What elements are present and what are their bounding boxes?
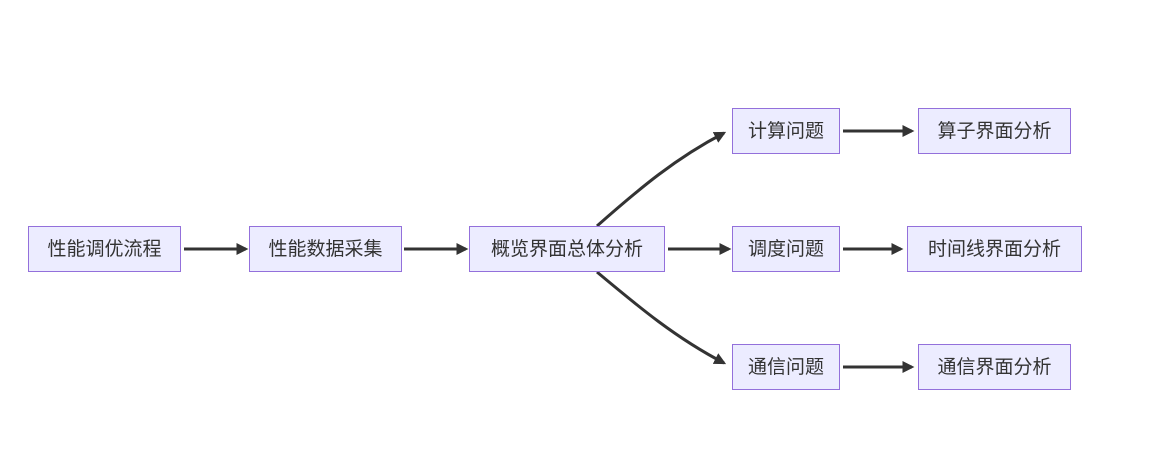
arrow-overview-to-compute — [596, 131, 727, 228]
arrow-overview-to-comm — [596, 270, 727, 365]
node-label: 时间线界面分析 — [927, 238, 1061, 260]
node-label: 通信界面分析 — [937, 356, 1052, 378]
node-operator-view-analysis: 算子界面分析 — [918, 108, 1071, 154]
node-label: 算子界面分析 — [937, 120, 1052, 142]
node-compute-issue: 计算问题 — [732, 108, 840, 154]
node-overview-overall-analysis: 概览界面总体分析 — [469, 226, 665, 272]
node-label: 计算问题 — [747, 120, 824, 142]
node-communication-issue: 通信问题 — [732, 344, 840, 390]
node-label: 调度问题 — [747, 238, 824, 260]
node-performance-data-collection: 性能数据采集 — [249, 226, 402, 272]
node-label: 概览界面总体分析 — [490, 238, 643, 260]
node-scheduling-issue: 调度问题 — [732, 226, 840, 272]
node-timeline-view-analysis: 时间线界面分析 — [907, 226, 1082, 272]
node-communication-view-analysis: 通信界面分析 — [918, 344, 1071, 390]
node-label: 通信问题 — [747, 356, 824, 378]
node-label: 性能数据采集 — [268, 238, 383, 260]
node-performance-tuning-process: 性能调优流程 — [28, 226, 181, 272]
node-label: 性能调优流程 — [47, 238, 162, 260]
